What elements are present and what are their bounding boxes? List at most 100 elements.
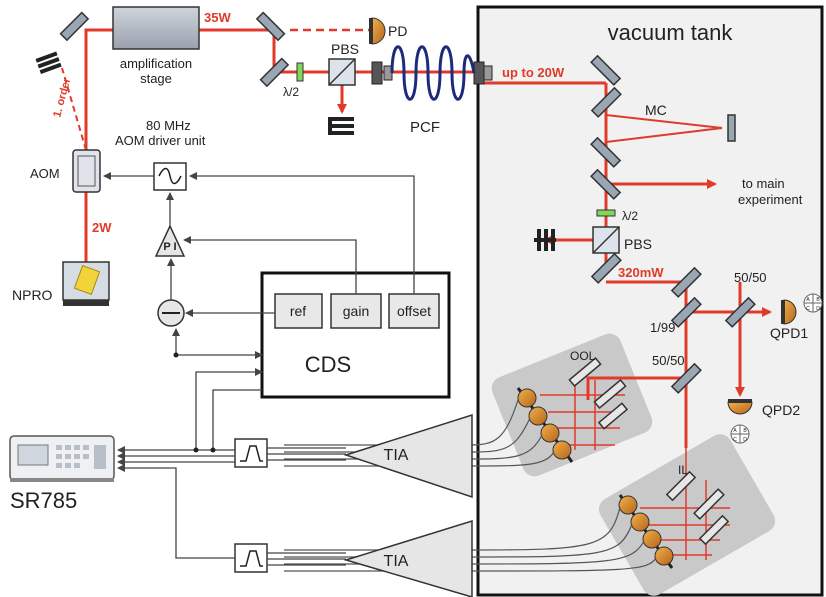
svg-text:D: D (743, 437, 747, 443)
pi-label: P I (163, 241, 176, 253)
pi-controller (154, 224, 186, 257)
ref-label: ref (290, 303, 306, 319)
npro-label: NPRO (12, 287, 53, 303)
up-to-20w-label: up to 20W (502, 65, 565, 80)
bandpass-filter-top (234, 438, 268, 468)
ool-bench (491, 333, 653, 477)
mirror-320mw-1 (590, 252, 622, 284)
beamsplitter-50-50-mid (670, 362, 702, 394)
svg-text:D: D (816, 306, 820, 312)
to-main-experiment-label: to main experiment (738, 176, 803, 207)
svg-text:A: A (806, 297, 810, 303)
wire-junction-2 (193, 447, 199, 453)
power-320mw-label: 320mW (618, 265, 664, 280)
ool-detector-array (516, 387, 574, 463)
aom-crystal (77, 155, 96, 187)
mirror-top-mid (255, 11, 286, 42)
cds-label: CDS (305, 352, 351, 377)
mc-mirror-2 (590, 136, 622, 168)
pd-photodiode (371, 17, 386, 45)
detector-wires (284, 399, 657, 572)
svg-text:B: B (743, 428, 747, 434)
split-199-label: 1/99 (650, 320, 675, 335)
il-beam-grid (640, 448, 730, 560)
mirror-top-left (59, 11, 90, 42)
to-main-experiment-text: to main (742, 176, 785, 191)
power-2w-label: 2W (92, 220, 112, 235)
offset-label: offset (397, 303, 431, 319)
svg-text:A: A (733, 428, 737, 434)
half-wave-plate-top (296, 62, 304, 82)
pcf-fiber-coil (390, 45, 476, 101)
pbs-mid-label: PBS (624, 236, 652, 252)
beamsplitter-50-50-top (724, 296, 756, 328)
mirror-320mw-2 (670, 266, 702, 298)
il-bench (598, 434, 776, 596)
tia-top (343, 413, 473, 499)
tia-bottom (343, 519, 473, 597)
wire-junction-3 (210, 447, 216, 453)
pcf-connector-out-cap (483, 65, 493, 81)
power-35w-label: 35W (204, 10, 231, 25)
aom-device (72, 149, 101, 193)
qpd1-quadrant-icon: A B C D (803, 293, 823, 313)
mc-label: MC (645, 102, 667, 118)
qpd2-mount (728, 399, 752, 403)
beam-dump-first-order (35, 51, 62, 74)
il-label: IL (678, 463, 688, 477)
qpd1-label: QPD1 (770, 325, 808, 341)
wire-junction-1 (173, 352, 179, 358)
pd-label: PD (388, 23, 407, 39)
bandpass-filter-bottom (234, 543, 268, 573)
ool-label: OOL (570, 349, 596, 363)
sr785-label: SR785 (10, 488, 77, 513)
half-wave-mid-label: λ/2 (622, 209, 638, 223)
npro-laser (62, 261, 110, 306)
beam-dump-left (534, 229, 556, 251)
mirror-fold (259, 57, 290, 88)
half-wave-top-label: λ/2 (283, 85, 299, 99)
mirror-tank-in (590, 54, 622, 86)
beam-dump-pbs (328, 117, 354, 135)
pbs-top-label: PBS (331, 41, 359, 57)
svg-text:C: C (733, 437, 737, 443)
pcf-connector-out (473, 61, 485, 85)
svg-text:C: C (806, 306, 810, 312)
mirrors (59, 11, 756, 394)
vacuum-tank-label: vacuum tank (608, 20, 734, 45)
mc-mirror-1 (590, 86, 622, 118)
qpd1-mount (781, 300, 785, 324)
beamsplitter-1-99 (670, 296, 702, 328)
il-optics (665, 470, 730, 546)
to-main-experiment-text-line2: experiment (738, 192, 803, 207)
aom-driver-unit-label: AOM driver unit (115, 133, 206, 148)
sr785-analyzer (9, 435, 115, 482)
gain-box (330, 293, 382, 329)
aom-driver-freq-label: 80 MHz (146, 118, 191, 133)
pickoff-mirror (590, 168, 622, 200)
il-detector-array (618, 494, 674, 569)
tia-top-label: TIA (384, 447, 409, 464)
qpd1-detector (783, 299, 797, 325)
split-5050-top-label: 50/50 (734, 270, 767, 285)
amplification-stage-box (112, 6, 200, 50)
sine-wave-icon (158, 167, 182, 185)
ool-optics (568, 356, 629, 430)
pcf-label: PCF (410, 119, 440, 136)
first-order-beam (61, 67, 87, 151)
pbs-top (328, 58, 356, 86)
tia-bottom-label: TIA (384, 553, 409, 570)
svg-text:B: B (816, 297, 820, 303)
qpd2-quadrant-icon: A B C D (730, 424, 750, 444)
qpd2-label: QPD2 (762, 402, 800, 418)
aom-label: AOM (30, 166, 60, 181)
half-wave-plate-mid (596, 209, 616, 217)
gain-label: gain (343, 303, 369, 319)
pd-mount (369, 18, 373, 44)
split-5050-mid-label: 50/50 (652, 353, 685, 368)
qpd2-detector (727, 401, 753, 415)
ref-box (274, 293, 323, 329)
pcf-connector-in (371, 61, 383, 85)
